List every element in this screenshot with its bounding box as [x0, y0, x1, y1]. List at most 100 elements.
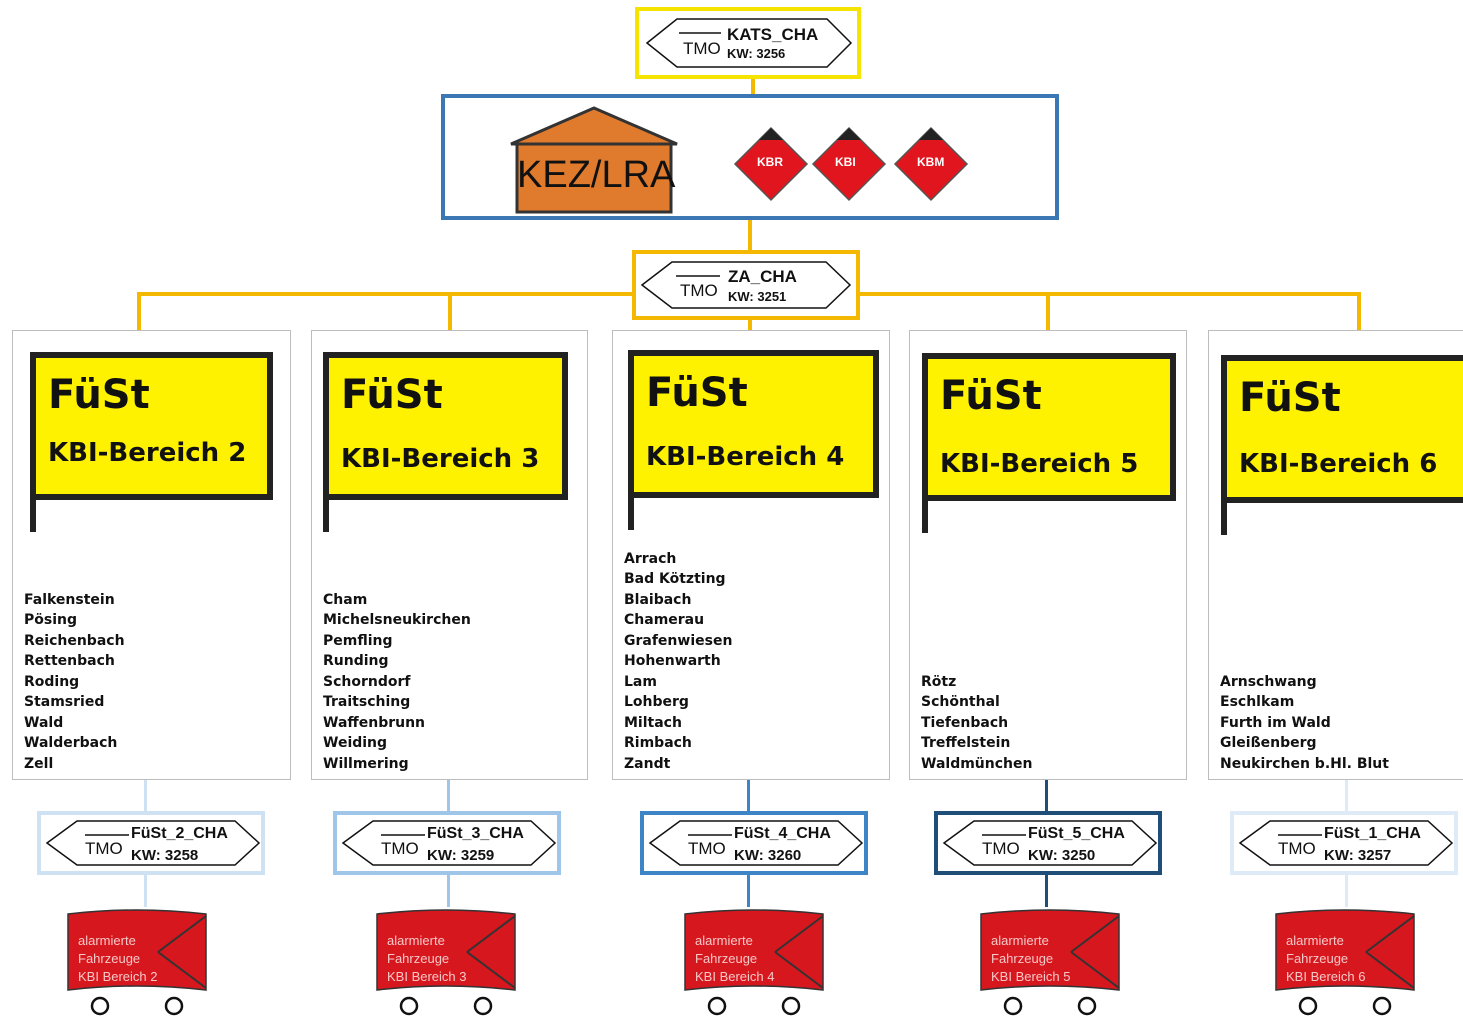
- vehicle-label: KBI Bereich 5: [991, 969, 1071, 984]
- hazard-diamond-icon: KBM: [893, 126, 969, 202]
- flag-subtitle: KBI-Bereich 5: [940, 449, 1139, 479]
- tmo-hexagon-icon: [1238, 820, 1454, 866]
- vehicle-label: alarmierte: [695, 933, 753, 948]
- connector-drop-area-5: [1046, 292, 1050, 330]
- tmo-name: FüSt_4_CHA: [734, 825, 831, 842]
- fust-tmo-box: TMO FüSt_4_CHA KW: 3260: [640, 811, 868, 875]
- place-item: Runding: [323, 653, 389, 669]
- vehicle-label: Fahrzeuge: [78, 951, 141, 966]
- flag-pole: [323, 498, 329, 532]
- place-item: Neukirchen b.Hl. Blut: [1220, 755, 1389, 772]
- place-item: Hohenwarth: [624, 653, 721, 669]
- connector-drop-area-6: [1357, 292, 1361, 330]
- tmo-name: ZA_CHA: [728, 267, 797, 286]
- place-item: Furth im Wald: [1220, 714, 1331, 731]
- place-item: Waldmünchen: [921, 755, 1033, 772]
- vehicle-label: Fahrzeuge: [387, 951, 450, 966]
- tmo-name: FüSt_5_CHA: [1028, 825, 1125, 842]
- tmo-hexagon-icon: [645, 18, 853, 68]
- tmo-hexagon-icon: [45, 820, 261, 866]
- vehicle-label: KBI Bereich 6: [1286, 969, 1366, 984]
- tmo-kw: KW: 3257: [1324, 847, 1392, 864]
- flag-title: FüSt: [341, 372, 443, 418]
- diamond-label: KBM: [917, 155, 945, 169]
- tmo-kw: KW: 3250: [1028, 847, 1096, 864]
- flag-subtitle: KBI-Bereich 6: [1239, 449, 1438, 479]
- place-item: Rettenbach: [24, 653, 115, 669]
- tmo-kw: KW: 3260: [734, 847, 802, 864]
- tmo-kw: KW: 3258: [131, 847, 199, 864]
- vehicle-label: alarmierte: [1286, 933, 1344, 948]
- flag-pole: [30, 498, 36, 532]
- tmo-prefix: TMO: [982, 839, 1020, 858]
- place-item: Miltach: [624, 714, 682, 731]
- place-item: Lam: [624, 673, 657, 690]
- flag-subtitle: KBI-Bereich 2: [48, 438, 247, 468]
- hazard-diamond-icon: KBR: [733, 126, 809, 202]
- place-item: Grafenwiesen: [624, 632, 733, 649]
- flag-subtitle: KBI-Bereich 3: [341, 444, 540, 474]
- vehicle-label: alarmierte: [78, 933, 136, 948]
- place-item: Waffenbrunn: [323, 714, 426, 731]
- place-item: Blaibach: [624, 591, 692, 608]
- place-item: Schorndorf: [323, 673, 411, 690]
- place-item: Cham: [323, 591, 368, 608]
- connector-drop-area-2: [137, 292, 141, 330]
- tmo-kw: KW: 3256: [727, 46, 786, 61]
- place-item: Walderbach: [24, 735, 118, 751]
- place-item: Rötz: [921, 673, 957, 690]
- place-item: Falkenstein: [24, 591, 115, 608]
- diamond-label: KBI: [835, 155, 856, 169]
- place-item: Weiding: [323, 735, 388, 751]
- connector-command-to-za: [748, 219, 752, 251]
- place-item: Tiefenbach: [921, 714, 1009, 731]
- flag-subtitle: KBI-Bereich 4: [646, 442, 845, 472]
- command-box: KEZ/LRA KBR KBI KBM: [441, 94, 1059, 220]
- place-item: Traitsching: [323, 694, 411, 710]
- tmo-prefix: TMO: [85, 839, 123, 858]
- kez-house-icon: [510, 106, 678, 214]
- flag-title: FüSt: [1239, 375, 1341, 421]
- tmo-hexagon-icon: [942, 820, 1158, 866]
- place-item: Gleißenberg: [1220, 735, 1317, 751]
- tmo-name: FüSt_3_CHA: [427, 825, 524, 842]
- place-item: Schönthal: [921, 694, 1000, 710]
- vehicle-label: KBI Bereich 4: [695, 969, 775, 984]
- za-tmo-box: TMO ZA_CHA KW: 3251: [632, 250, 860, 320]
- tmo-prefix: TMO: [688, 839, 726, 858]
- tmo-kw: KW: 3251: [728, 289, 787, 304]
- hazard-diamond-icon: KBI: [811, 126, 887, 202]
- place-item: Lohberg: [624, 694, 689, 710]
- place-item: Roding: [24, 673, 80, 690]
- flag-pole: [628, 496, 634, 530]
- place-item: Bad Kötzting: [624, 571, 726, 587]
- kez-label: KEZ/LRA: [517, 154, 676, 196]
- place-item: Michelsneukirchen: [323, 612, 471, 628]
- place-item: Treffelstein: [921, 735, 1011, 751]
- place-item: Chamerau: [624, 612, 705, 628]
- place-item: Wald: [24, 714, 64, 731]
- tmo-prefix: TMO: [680, 281, 718, 300]
- connector-kats-to-command: [751, 78, 755, 96]
- place-item: Willmering: [323, 755, 409, 772]
- tmo-hexagon-icon: [341, 820, 557, 866]
- place-item: Eschlkam: [1220, 694, 1295, 710]
- place-item: Reichenbach: [24, 632, 125, 649]
- tmo-name: FüSt_1_CHA: [1324, 825, 1421, 842]
- vehicle-label: KBI Bereich 2: [78, 969, 158, 984]
- tmo-hexagon-icon: [640, 261, 852, 309]
- tmo-prefix: TMO: [683, 39, 721, 58]
